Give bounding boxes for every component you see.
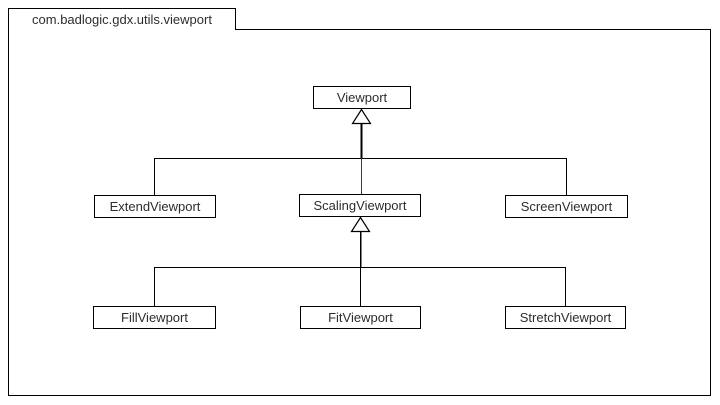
class-label-viewport: Viewport [336, 90, 388, 105]
class-box-fitviewport: FitViewport [300, 306, 421, 329]
class-box-stretchviewport: StretchViewport [505, 306, 626, 329]
generalization-arrowhead-scalingviewport-icon [350, 216, 371, 233]
generalization-edges-viewport [154, 123, 567, 195]
class-label-screenviewport: ScreenViewport [520, 199, 613, 214]
class-label-extendviewport: ExtendViewport [109, 199, 201, 214]
class-box-viewport: Viewport [313, 86, 411, 109]
class-label-scalingviewport: ScalingViewport [313, 198, 407, 213]
class-box-fillviewport: FillViewport [93, 306, 216, 329]
class-box-scalingviewport: ScalingViewport [299, 194, 421, 217]
package-tab: com.badlogic.gdx.utils.viewport [8, 8, 236, 30]
generalization-arrowhead-viewport-icon [351, 108, 372, 125]
class-label-fillviewport: FillViewport [121, 310, 188, 325]
class-label-fitviewport: FitViewport [328, 310, 393, 325]
generalization-edges-scalingviewport [154, 231, 566, 306]
class-box-screenviewport: ScreenViewport [505, 195, 628, 218]
class-label-stretchviewport: StretchViewport [519, 310, 612, 325]
package-name-label: com.badlogic.gdx.utils.viewport [32, 12, 212, 27]
class-box-extendviewport: ExtendViewport [94, 195, 216, 218]
